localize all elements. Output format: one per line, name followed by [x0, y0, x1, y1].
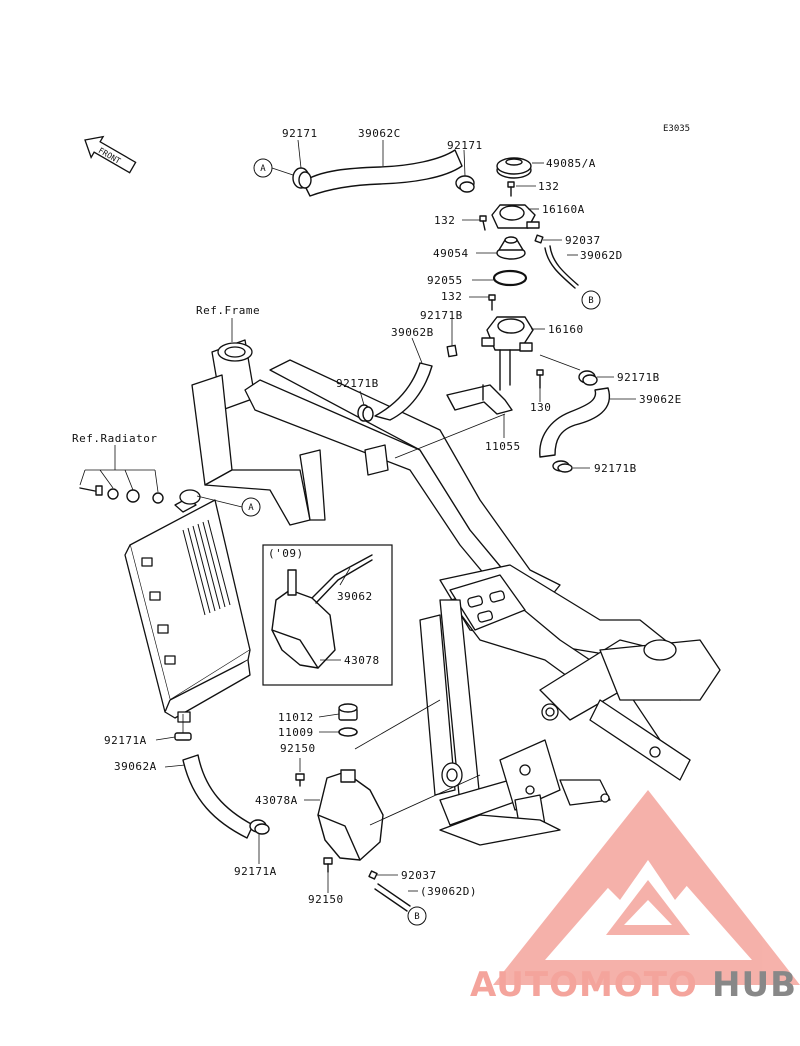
- label-39062e: 39062E: [639, 393, 682, 406]
- cap-11012: [338, 703, 358, 721]
- connector-a-radiator: A: [241, 497, 261, 517]
- clamp-92171a-upper: [174, 732, 192, 741]
- watermark-part1: AUTOMOTO: [470, 965, 698, 1005]
- bolt-92150-a: [295, 773, 305, 787]
- label-132-a: 132: [538, 180, 559, 193]
- clip-92037-top: [534, 234, 544, 244]
- bolt-132-a: [507, 181, 515, 197]
- label-132-b: 132: [434, 214, 455, 227]
- label-92171b-b: 92171B: [336, 377, 379, 390]
- label-92055: 92055: [427, 274, 463, 287]
- label-43078a: 43078A: [255, 794, 298, 807]
- label-92150-a: 92150: [280, 742, 316, 755]
- bracket-11055: [446, 384, 513, 415]
- label-39062d-paren: (39062D): [420, 885, 477, 898]
- label-92171a-a: 92171A: [104, 734, 147, 747]
- hose-39062b: [374, 362, 433, 421]
- label-92150-b: 92150: [308, 893, 344, 906]
- connector-b-bottom: B: [407, 906, 427, 926]
- svg-text:B: B: [414, 912, 419, 922]
- bolt-132-b: [479, 215, 487, 231]
- radiator-core-hatch: [182, 519, 231, 616]
- svg-text:A: A: [260, 164, 266, 174]
- inset-2009: [262, 544, 393, 686]
- label-11009: 11009: [278, 726, 314, 739]
- label-ref-frame: Ref.Frame: [196, 304, 260, 317]
- bolt-132-c: [488, 294, 496, 311]
- label-11012: 11012: [278, 711, 314, 724]
- watermark-part2: HUB: [712, 965, 797, 1005]
- label-49054: 49054: [433, 247, 469, 260]
- hose-39062c: [302, 149, 463, 197]
- label-132-c: 132: [441, 290, 462, 303]
- label-92171b-c: 92171B: [617, 371, 660, 384]
- label-130: 130: [530, 401, 551, 414]
- label-16160: 16160: [548, 323, 584, 336]
- label-ref-radiator: Ref.Radiator: [72, 432, 157, 445]
- label-92171a-b: 92171A: [234, 865, 277, 878]
- diagram-code: E3035: [663, 124, 690, 134]
- clamp-92171b-d: [552, 460, 573, 473]
- label-39062c: 39062C: [358, 127, 401, 140]
- watermark-logo: [493, 790, 800, 985]
- hose-39062d: [544, 245, 579, 289]
- label-92171-top-left: 92171: [282, 127, 318, 140]
- clip-92037-bottom: [368, 870, 378, 880]
- clamp-92171-left: [292, 167, 312, 189]
- label-92171-top-mid: 92171: [447, 139, 483, 152]
- svg-text:A: A: [248, 503, 254, 513]
- motorcycle-frame: [191, 339, 721, 846]
- label-inset-year: ('09): [268, 547, 304, 560]
- hose-39062d-bottom: [374, 883, 411, 912]
- label-43078: 43078: [344, 654, 380, 667]
- label-92171b-a: 92171B: [420, 309, 463, 322]
- hose-39062e: [539, 387, 611, 458]
- front-arrow-icon: FRONT: [84, 135, 137, 174]
- housing-16160a: [491, 204, 540, 229]
- oring-92055: [492, 269, 528, 287]
- leader-lines: [79, 139, 636, 893]
- label-92037-top: 92037: [565, 234, 601, 247]
- hose-39062a: [182, 754, 254, 839]
- label-49085a: 49085/A: [546, 157, 596, 170]
- radiator-mount-hardware: [79, 485, 164, 504]
- clamp-92171b-c: [578, 370, 598, 386]
- connector-a-top: A: [253, 158, 273, 178]
- clamp-92171b-b: [357, 404, 374, 422]
- label-39062a: 39062A: [114, 760, 157, 773]
- label-11055: 11055: [485, 440, 521, 453]
- label-16160a: 16160A: [542, 203, 585, 216]
- radiator: [124, 489, 251, 723]
- label-39062b: 39062B: [391, 326, 434, 339]
- watermark-text: AUTOMOTO HUB: [470, 965, 797, 1005]
- connector-b-top: B: [581, 290, 601, 310]
- bolt-92150-b: [323, 857, 333, 873]
- label-39062d: 39062D: [580, 249, 623, 262]
- gasket-11009: [338, 727, 358, 737]
- clamp-92171a-lower: [249, 819, 270, 835]
- thermostat-49054: [496, 236, 526, 260]
- clamp-92171-mid: [455, 175, 475, 193]
- label-39062: 39062: [337, 590, 373, 603]
- label-92037-bottom: 92037: [401, 869, 437, 882]
- housing-16160: [481, 316, 534, 391]
- cap-49085a: [496, 157, 532, 179]
- reservoir-43078a: [317, 769, 384, 861]
- svg-text:B: B: [588, 296, 593, 306]
- bolt-130: [536, 369, 544, 389]
- label-92171b-d: 92171B: [594, 462, 637, 475]
- clamp-92171b-a: [446, 344, 458, 358]
